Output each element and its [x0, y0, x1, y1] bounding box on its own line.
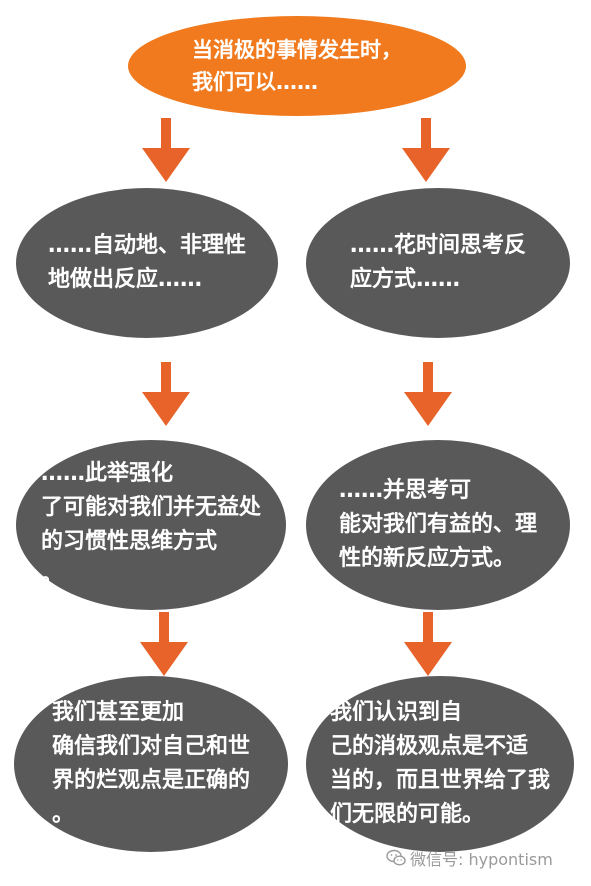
arrow-down-icon: [404, 612, 452, 676]
right-node-3-text: 我们认识到自 己的消极观点是不适 当的，而且世界给了我 们无限的可能。: [329, 700, 550, 827]
watermark: 微信号: hypontism: [386, 846, 553, 870]
left-node-2-text: ……此举强化 了可能对我们并无益处 的习惯性思维方式 。: [40, 461, 261, 588]
arrow-down-icon: [142, 118, 190, 182]
right-node-2: ……并思考可 能对我们有益的、理 性的新反应方式。: [306, 440, 570, 610]
right-node-1-text: ……花时间思考反 应方式……: [349, 233, 526, 292]
wechat-icon: [386, 849, 406, 866]
arrow-down-icon: [402, 118, 450, 182]
left-node-2: ……此举强化 了可能对我们并无益处 的习惯性思维方式 。: [16, 440, 286, 610]
arrow-down-icon: [142, 362, 190, 426]
right-node-1: ……花时间思考反 应方式……: [306, 188, 570, 338]
right-node-3: 我们认识到自 己的消极观点是不适 当的，而且世界给了我 们无限的可能。: [306, 676, 574, 852]
top-node-text: 当消极的事情发生时， 我们可以……: [192, 38, 402, 94]
left-node-1: ……自动地、非理性 地做出反应……: [16, 188, 278, 338]
top-node: 当消极的事情发生时， 我们可以……: [128, 16, 466, 116]
arrow-down-icon: [404, 362, 452, 426]
left-node-3-text: 我们甚至更加 确信我们对自己和世 界的烂观点是正确的 。: [51, 700, 250, 827]
watermark-text: 微信号: hypontism: [410, 850, 553, 869]
arrow-down-icon: [140, 612, 188, 676]
right-node-2-text: ……并思考可 能对我们有益的、理 性的新反应方式。: [338, 478, 537, 571]
left-node-3: 我们甚至更加 确信我们对自己和世 界的烂观点是正确的 。: [14, 676, 288, 852]
left-node-1-text: ……自动地、非理性 地做出反应……: [47, 233, 246, 292]
